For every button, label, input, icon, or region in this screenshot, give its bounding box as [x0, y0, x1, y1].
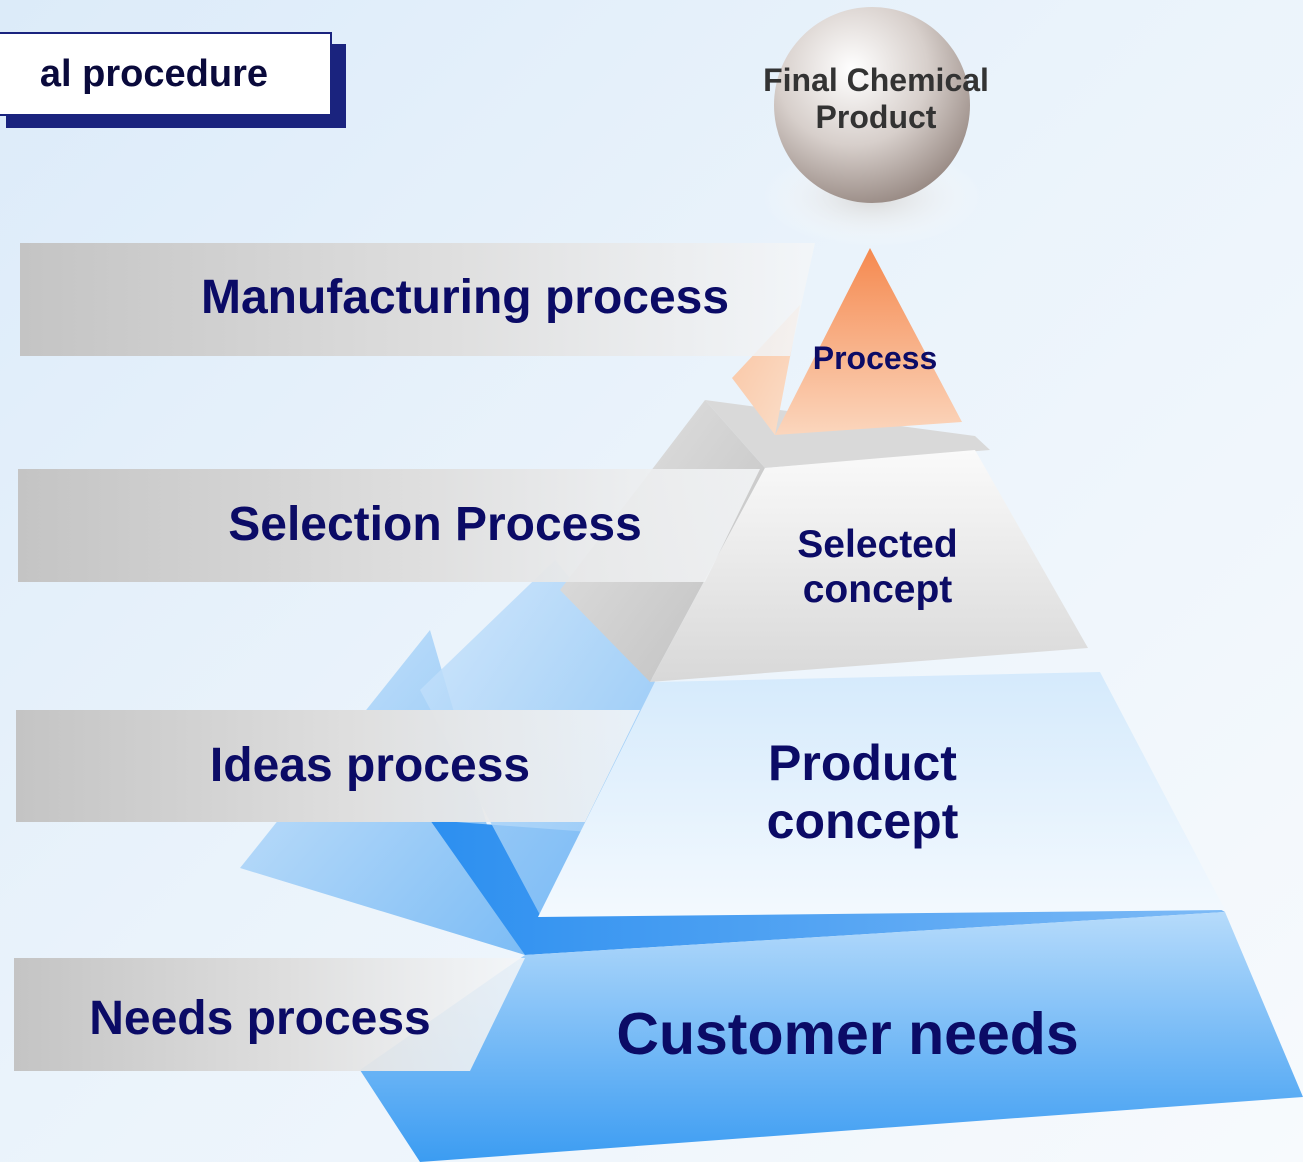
customer-needs-label: Customer needs [616, 1001, 1079, 1067]
product-concept-label: Product concept [766, 735, 959, 849]
page-title: al procedure [39, 52, 268, 95]
needs-bar [14, 958, 525, 1071]
selected-layer-front-face [650, 450, 1088, 682]
ideas-bar [16, 710, 640, 822]
ideas-process-label: Ideas process [209, 739, 531, 792]
needs-process-label: Needs process [89, 992, 431, 1045]
final-product-label: Final Chemical Product [763, 62, 989, 135]
process-level-label: Process [812, 340, 938, 376]
base-layer-front-face [360, 912, 1303, 1162]
manufacturing-bar [20, 243, 815, 356]
process-layer-front-face [775, 248, 962, 435]
selection-bar [18, 469, 760, 582]
selection-process-label: Selection Process [228, 498, 642, 551]
product-layer-front-face [538, 672, 1225, 917]
title-box: al procedure [0, 32, 332, 116]
selected-concept-label: Selected concept [797, 523, 958, 611]
final-product-sphere [774, 7, 970, 203]
manufacturing-process-label: Manufacturing process [200, 271, 730, 324]
